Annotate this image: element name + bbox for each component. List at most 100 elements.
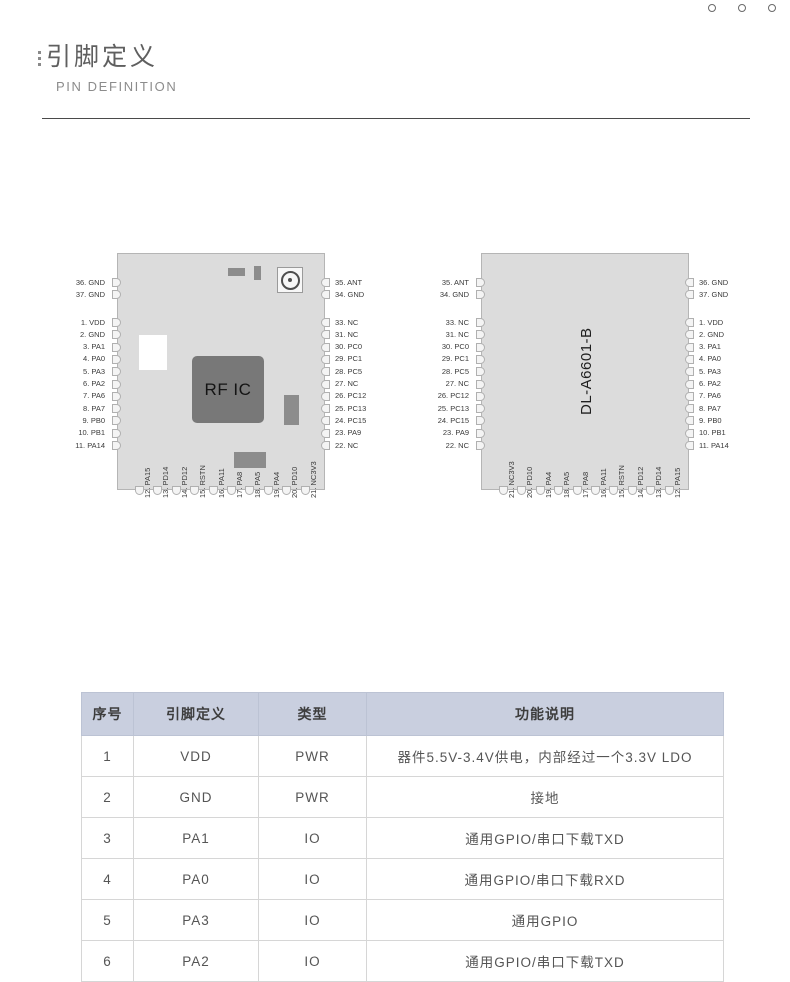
cell-no: 5	[81, 899, 134, 941]
vertical-dots-icon	[38, 42, 41, 66]
pin-notch-right-1	[685, 290, 694, 299]
pin-notch-left-11	[476, 428, 485, 438]
cell-desc: 通用GPIO/串口下载TXD	[366, 817, 724, 859]
pin-label-bottom-0: 21. NC3V3	[507, 461, 516, 498]
page-heading: 引脚定义 PIN DEFINITION	[38, 42, 177, 94]
pin-notch-right-8	[321, 391, 330, 401]
pin-label-left-2: 1. VDD	[80, 317, 105, 327]
pin-label-left-3: 31. NC	[445, 329, 469, 339]
pin-label-right-4: 30. PC0	[335, 342, 363, 352]
pin-notch-bottom-0	[135, 486, 144, 495]
pin-notch-right-12	[685, 441, 694, 450]
pin-notch-right-0	[685, 278, 694, 287]
pin-label-left-8: 7. PA6	[83, 391, 105, 401]
pin-notch-bottom-6	[609, 486, 619, 495]
window-dot-3[interactable]	[768, 4, 776, 12]
cell-type: IO	[258, 940, 367, 982]
inductor-component	[234, 452, 266, 468]
pin-notch-right-5	[685, 354, 694, 364]
pin-notch-left-6	[112, 367, 121, 377]
pin-notch-left-6	[476, 367, 485, 377]
cell-type: IO	[258, 858, 367, 900]
pin-notch-left-9	[112, 404, 121, 414]
cell-type: IO	[258, 899, 367, 941]
module-part-number: DL-A6601-B	[578, 327, 595, 415]
pin-label-right-5: 4. PA0	[699, 354, 721, 364]
pin-label-right-6: 28. PC5	[335, 366, 363, 376]
cell-desc: 通用GPIO/串口下载TXD	[366, 940, 724, 982]
pin-label-right-3: 31. NC	[335, 329, 359, 339]
pin-notch-left-1	[476, 290, 485, 299]
pin-notch-right-2	[321, 318, 330, 327]
pin-label-left-11: 23. PA9	[442, 428, 469, 438]
pin-notch-right-9	[321, 404, 330, 414]
pin-label-right-4: 3. PA1	[699, 342, 721, 352]
pin-notch-left-2	[112, 318, 121, 327]
cell-pin: VDD	[133, 735, 259, 777]
pin-notch-left-4	[112, 342, 121, 352]
pin-label-left-9: 25. PC13	[437, 403, 469, 413]
window-dot-2[interactable]	[738, 4, 746, 12]
pin-notch-bottom-1	[517, 486, 527, 495]
pin-notch-left-8	[476, 391, 485, 401]
cell-pin: PA2	[133, 940, 259, 982]
header-divider	[42, 118, 750, 119]
pin-label-right-8: 26. PC12	[335, 391, 367, 401]
pin-label-right-7: 27. NC	[335, 379, 359, 388]
pin-label-bottom-1: 20. PD10	[525, 466, 535, 498]
pin-label-left-3: 2. GND	[79, 329, 105, 339]
pin-notch-left-8	[112, 391, 121, 401]
pin-notch-bottom-6	[245, 486, 255, 495]
pin-notch-right-6	[685, 367, 694, 377]
pin-label-right-0: 36. GND	[699, 277, 729, 287]
cell-type: PWR	[258, 776, 367, 818]
pin-notch-right-3	[685, 330, 694, 340]
column-header-pin: 引脚定义	[133, 692, 259, 736]
pin-label-right-2: 1. VDD	[699, 317, 724, 327]
pin-label-left-0: 36. GND	[75, 277, 105, 287]
pin-notch-bottom-0	[499, 486, 508, 495]
pin-label-left-6: 28. PC5	[441, 366, 469, 376]
pin-notch-left-9	[476, 404, 485, 414]
pin-notch-bottom-2	[171, 486, 181, 495]
pin-label-left-10: 24. PC15	[437, 415, 469, 425]
table-header-row: 序号 引脚定义 类型 功能说明	[81, 692, 724, 736]
pin-notch-right-7	[685, 379, 694, 389]
pin-notch-bottom-8	[282, 486, 292, 495]
pin-label-right-12: 11. PA14	[699, 440, 729, 450]
pin-notch-bottom-7	[263, 486, 273, 495]
pin-label-bottom-4: 17. PA8	[580, 471, 590, 498]
pin-label-bottom-5: 16. PA11	[599, 468, 608, 498]
pin-notch-right-4	[685, 342, 694, 352]
cell-desc: 通用GPIO/串口下载RXD	[366, 858, 724, 900]
pin-label-bottom-8: 13. PD14	[654, 466, 664, 498]
pin-notch-left-10	[112, 416, 121, 426]
pin-notch-left-5	[112, 354, 121, 364]
pin-label-right-9: 8. PA7	[699, 403, 721, 413]
rf-ic-component: RF IC	[192, 356, 264, 423]
pin-notch-right-5	[321, 354, 330, 364]
pin-notch-bottom-9	[664, 486, 674, 495]
pin-notch-right-3	[321, 330, 330, 340]
pin-notch-right-8	[685, 391, 694, 401]
pin-label-left-5: 29. PC1	[441, 354, 469, 364]
window-dot-1[interactable]	[708, 4, 716, 12]
pin-notch-left-3	[112, 330, 121, 340]
pin-notch-bottom-9	[300, 486, 310, 495]
pin-notch-bottom-3	[554, 486, 564, 495]
pin-notch-right-2	[685, 318, 694, 327]
pin-label-left-0: 35. ANT	[441, 277, 469, 287]
pin-notch-left-3	[476, 330, 485, 340]
pin-notch-bottom-5	[227, 486, 236, 495]
pin-notch-bottom-1	[153, 486, 163, 495]
ipex-connector-icon	[277, 267, 303, 293]
cell-desc: 接地	[366, 776, 724, 818]
